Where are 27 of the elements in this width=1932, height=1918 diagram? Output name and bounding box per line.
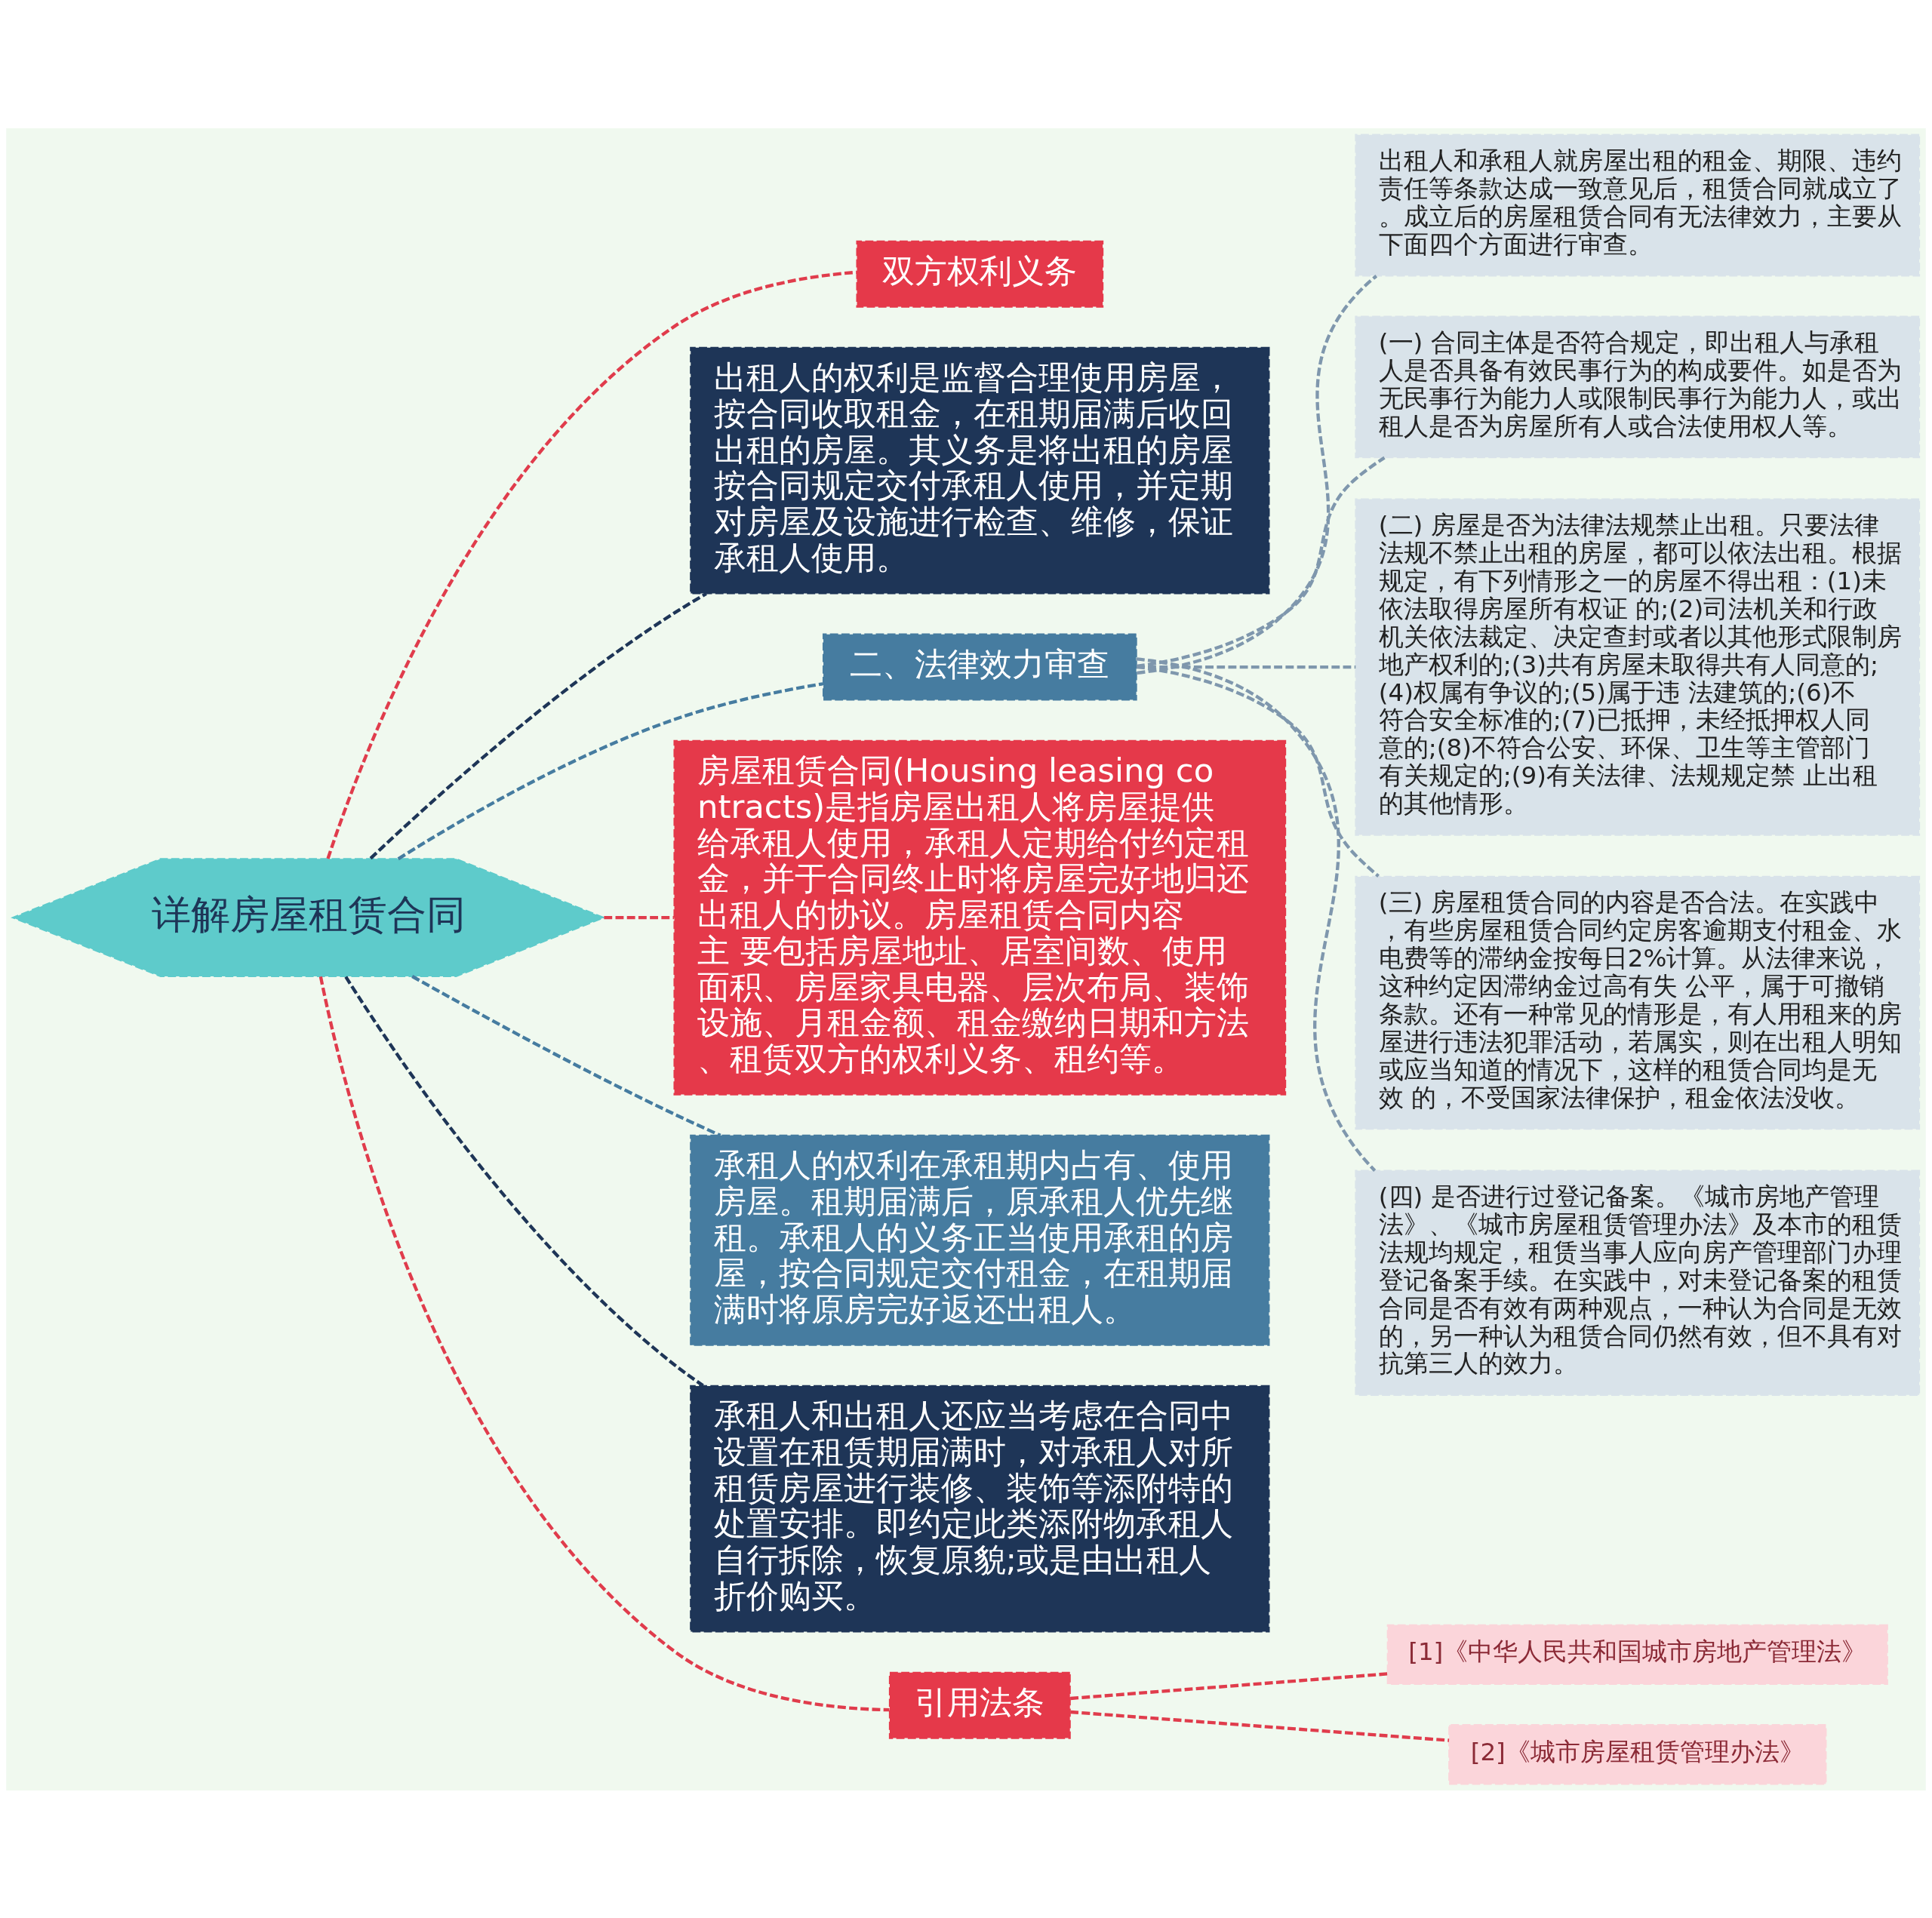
node-box: 出租人的权利是监督合理使用房屋，按合同收取租金，在租期届满后收回出租的房屋。其义务是将出租的房屋按合同规定交付承租人使用，并定期对房屋及设施进行检查、维修，保证承租人使用。 bbox=[690, 346, 1270, 594]
connector bbox=[1137, 274, 1378, 675]
node-box: (四) 是否进行过登记备案。《城市房地产管理法》、《城市房屋租赁管理办法》及本市的租赁法规均规定，租赁当事人应向房产管理部门办理登记备案手续。在实践中，对未登记备案的租赁合同是否有效有两种观点，一种认为合同是无效的，另一种认为租赁合同仍然有效，但不具有对抗第三人的效力。 bbox=[1355, 1169, 1921, 1396]
connector bbox=[1070, 1710, 1450, 1742]
node-box: (三) 房屋租赁合同的内容是否合法。在实践中，有些房屋租赁合同约定房客逾期支付租金、水电费等的滞纳金按每日2%计算。从法律来说，这种约定因滞纳金过高有失 公平，属于可撤销条款。还有一种常见的情形是，有人用租来的房屋进行违法犯罪活动，若属实，则在出租人明知或应当知道的情况下，这样的租赁合同均是无效 的，不受国家法律保护，租金依法没收。 bbox=[1355, 875, 1921, 1130]
connector bbox=[1136, 665, 1380, 878]
connector bbox=[604, 915, 675, 919]
connector bbox=[1070, 1671, 1388, 1700]
node-box: [2]《城市房屋租赁管理办法》 bbox=[1448, 1723, 1827, 1784]
connector bbox=[326, 270, 857, 859]
connector bbox=[369, 592, 707, 859]
node-box: 引用法条 bbox=[888, 1671, 1071, 1739]
node-box: 二、法律效力审查 bbox=[822, 633, 1137, 701]
connector bbox=[344, 975, 704, 1387]
node-box: 出租人和承租人就房屋出租的租金、期限、违约责任等条款达成一致意见后，租赁合同就成立了。成立后的房屋租赁合同有无法律效力，主要从下面四个方面进行审查。 bbox=[1355, 134, 1921, 276]
node-box: (二) 房屋是否为法律法规禁止出租。只要法律法规不禁止出租的房屋，都可以依法出租。根据规定，有下列情形之一的房屋不得出租：(1)未依法取得房屋所有权证 的;(2)司法机关和行政机关依法裁定、决定查封或者以其他形式限制房地产权利的;(3)共有房屋未取得共有人同意的;(4)权属有争议的;(5)属于违 法建筑的;(6)不符合安全标准的;(7)已抵押，未经抵押权人同意的;(8)不符合公安、环保、卫生等主管部门有关规定的;(9)有关法律、法规规定禁 止出租的其他情形。 bbox=[1355, 498, 1921, 836]
node-box: 承租人和出租人还应当考虑在合同中设置在租赁期届满时，对承租人对所租赁房屋进行装修、装饰等添附特的处置安排。即约定此类添附物承租人自行拆除，恢复原貌;或是由出租人折价购买。 bbox=[690, 1385, 1270, 1633]
node-box: 房屋租赁合同(Housing leasing contracts)是指房屋出租人将房屋提供给承租人使用，承租人定期给付约定租金，并于合同终止时将房屋完好地归还出租人的协议。房屋租赁合同内容主 要包括房屋地址、居室间数、使用面积、房屋家具电器、层次布局、装饰设施、月租金额、租金缴纳日期和方法、租赁双方的权利义务、租约等。 bbox=[673, 739, 1287, 1096]
node-box: (一) 合同主体是否符合规定，即出租人与承租人是否具备有效民事行为的构成要件。如是否为无民事行为能力人或限制民事行为能力人，或出租人是否为房屋所有人或合法使用权人等。 bbox=[1355, 315, 1921, 458]
connector bbox=[1136, 656, 1377, 1172]
connector bbox=[397, 681, 823, 860]
node-box: 双方权利义务 bbox=[856, 240, 1104, 308]
connector bbox=[318, 976, 890, 1711]
connector bbox=[1136, 456, 1386, 668]
connector bbox=[411, 974, 721, 1137]
node-box: [1]《中华人民共和国城市房地产管理法》 bbox=[1386, 1624, 1888, 1685]
node-box: 承租人的权利在承租期内占有、使用房屋。租期届满后，原承租人优先继租。承租人的义务正当使用承租的房屋，按合同规定交付租金，在租期届满时将原房完好返还出租人。 bbox=[690, 1134, 1270, 1346]
